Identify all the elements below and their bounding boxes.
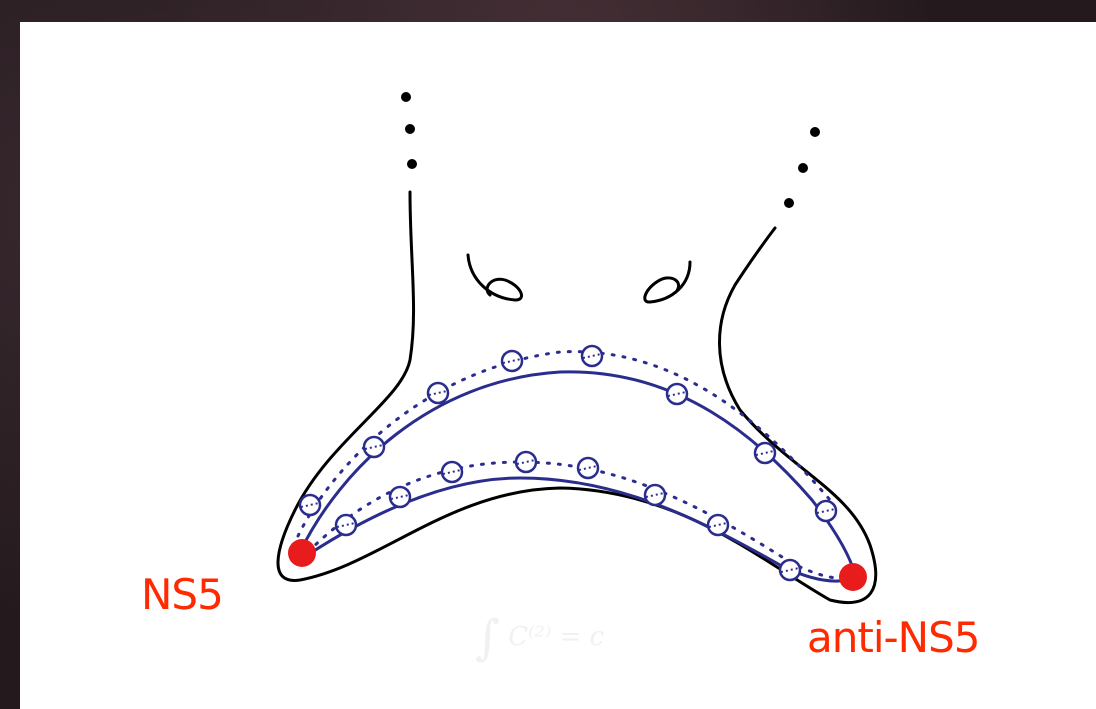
brane-curve-lower [300,478,855,581]
faint-formula: ∫ C⁽²⁾ = c [475,610,604,666]
string-loop [816,501,836,521]
integral-sign: ∫ [475,610,500,666]
anti-ns5-label: anti-NS5 [807,613,979,662]
string-loop [667,384,687,404]
string-loop [300,495,320,515]
string-loop [755,443,775,463]
string-loop [645,485,665,505]
ellipsis-dot [810,127,820,137]
string-loop [708,515,728,535]
anti-ns5-point [839,563,867,591]
string-loops-lower [336,452,800,580]
handle-curl-left [468,255,522,300]
surface-outline [278,192,876,603]
ns5-label: NS5 [141,570,223,619]
string-loop [336,515,356,535]
ellipsis-dot [798,163,808,173]
ellipsis-dot [401,92,411,102]
string-loop [442,462,462,482]
handle-curl-right [645,262,690,302]
string-loop [516,452,536,472]
formula-expression: C⁽²⁾ = c [508,622,604,652]
ns5-point [288,539,316,567]
string-loop [502,351,522,371]
string-loop [428,383,448,403]
ellipsis-dot [405,124,415,134]
string-loop [578,458,598,478]
string-loop [582,346,602,366]
string-loop [390,487,410,507]
string-loop [364,437,384,457]
ellipsis-dot [784,198,794,208]
ellipsis-dot [407,159,417,169]
string-loop [780,560,800,580]
